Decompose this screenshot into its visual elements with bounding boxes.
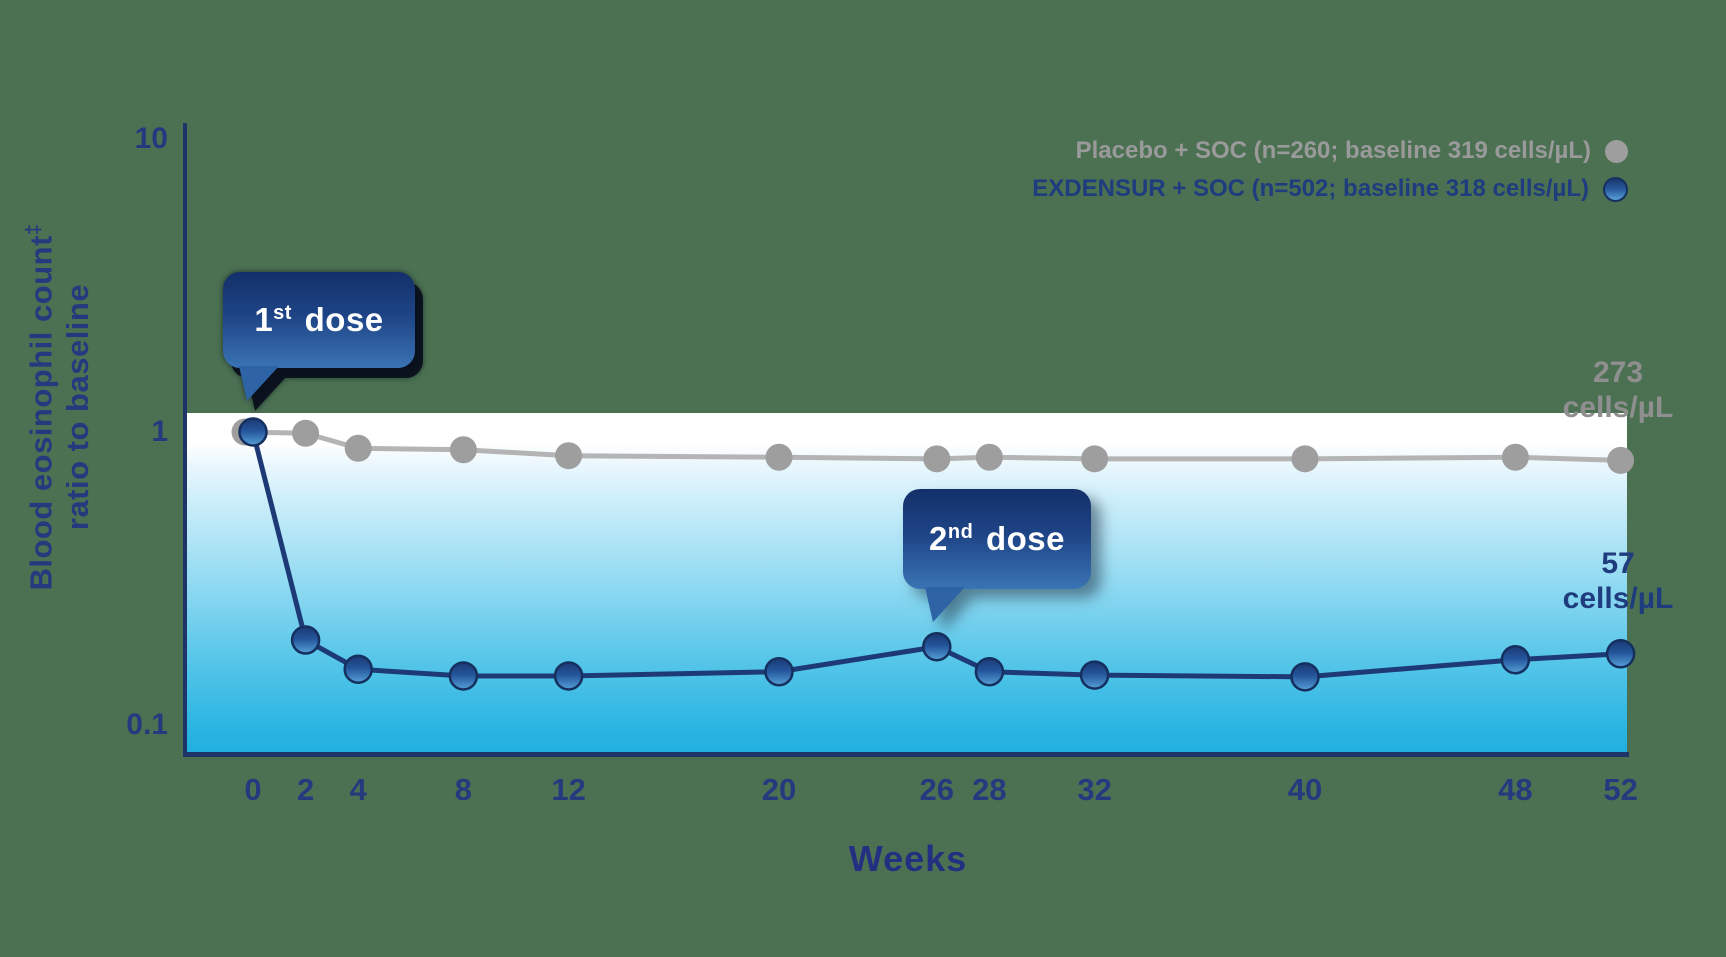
placebo-endpoint-label: 273 cells/µL	[1562, 356, 1674, 424]
x-tick-label: 28	[972, 772, 1007, 807]
x-tick-label: 32	[1077, 772, 1112, 807]
placebo-data-point	[975, 443, 1003, 471]
exdensur-data-point	[922, 631, 952, 662]
dagger-symbol: ‡	[23, 223, 45, 236]
x-tick-label: 20	[761, 772, 797, 807]
exdensur-data-point	[1605, 639, 1636, 669]
y-axis-line	[183, 123, 187, 757]
exdensur-data-point	[1079, 660, 1110, 690]
x-tick-label: 0	[244, 772, 262, 807]
first-dose-callout: 1st dose	[223, 272, 415, 401]
x-tick-label: 52	[1603, 772, 1638, 807]
placebo-data-point	[292, 419, 320, 447]
legend-label-exdensur: EXDENSUR + SOC (n=502; baseline 318 cell…	[1032, 175, 1589, 202]
placebo-data-point	[1607, 446, 1635, 474]
legend: Placebo + SOC (n=260; baseline 319 cells…	[1032, 132, 1628, 208]
x-axis-title: Weeks	[848, 838, 968, 879]
exdensur-marker-icon	[1603, 176, 1628, 202]
placebo-data-point	[555, 442, 583, 470]
x-tick-label: 12	[551, 772, 586, 807]
exdensur-endpoint-label: 57 cells/µL	[1562, 547, 1674, 615]
x-tick-label: 40	[1287, 772, 1323, 807]
placebo-data-point	[344, 434, 372, 462]
exdensur-data-point	[764, 656, 794, 687]
exdensur-data-point	[553, 661, 584, 691]
exdensur-data-point	[1290, 662, 1320, 692]
legend-item-exdensur: EXDENSUR + SOC (n=502; baseline 318 cell…	[1032, 170, 1628, 208]
exdensur-data-point	[238, 417, 268, 447]
legend-item-placebo: Placebo + SOC (n=260; baseline 319 cells…	[1032, 132, 1628, 170]
placebo-data-point	[1291, 445, 1319, 473]
callout-tail-icon	[239, 366, 279, 401]
second-dose-callout: 2nd dose	[903, 489, 1091, 622]
placebo-data-point	[765, 443, 793, 471]
placebo-data-point	[449, 436, 477, 464]
exdensur-data-point	[974, 656, 1005, 687]
placebo-marker-icon	[1605, 139, 1628, 163]
x-tick-label: 26	[919, 772, 955, 807]
x-tick-label: 4	[349, 772, 367, 807]
legend-label-placebo: Placebo + SOC (n=260; baseline 319 cells…	[1075, 137, 1591, 164]
y-tick-label: 1	[151, 415, 168, 448]
y-axis-title: Blood eosinophil count‡ ratio to baselin…	[23, 223, 96, 591]
exdensur-data-point	[448, 661, 479, 691]
exdensur-data-point	[1500, 644, 1531, 675]
x-tick-label: 2	[296, 772, 315, 807]
exdensur-data-point	[343, 654, 373, 684]
x-tick-label: 8	[454, 772, 473, 807]
exdensur-data-point	[290, 625, 321, 655]
placebo-data-point	[1081, 445, 1109, 473]
placebo-data-point	[1501, 443, 1529, 471]
x-tick-label: 48	[1498, 772, 1533, 807]
y-tick-label: 0.1	[126, 708, 168, 741]
placebo-data-point	[923, 445, 951, 473]
callout-tail-icon	[925, 587, 965, 622]
x-axis-line	[183, 752, 1629, 757]
y-tick-label: 10	[134, 122, 168, 155]
